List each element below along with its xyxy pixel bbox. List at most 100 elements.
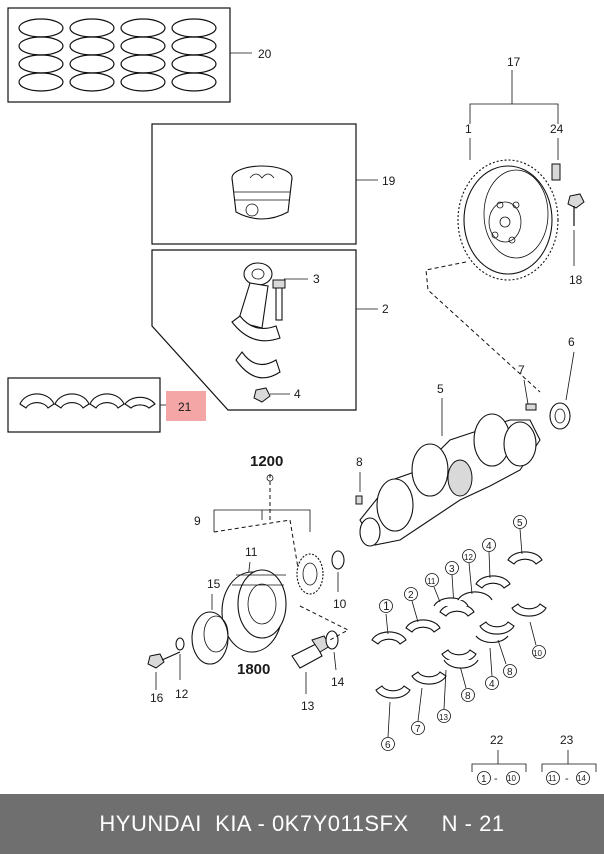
callout-1: 1	[465, 122, 472, 136]
crank-pin	[525, 403, 537, 411]
piston-illustration	[231, 165, 293, 220]
damper-bolt	[291, 635, 331, 669]
callout-15: 15	[207, 577, 221, 591]
bearing-13: 13	[437, 659, 479, 723]
crank-pulley	[221, 569, 287, 653]
rod-bearing-shell-4	[124, 396, 156, 409]
callout-11: 11	[245, 545, 258, 559]
piston-ring-set-group: 20	[7, 7, 272, 103]
crank-sprocket	[296, 553, 324, 595]
range-legend-22: 22 1 - 10	[471, 733, 527, 785]
bearing-2: 2	[404, 587, 441, 633]
piston-ring-stack-3	[120, 18, 166, 92]
pulley-bolt	[147, 651, 181, 669]
bearing-7: 7	[411, 671, 447, 735]
part-number-footer: HYUNDAI KIA - 0K7Y011SFX N - 21	[0, 794, 604, 854]
main-bearing-group: 1 2 3 4 4 5	[371, 515, 547, 751]
crankshaft	[359, 413, 541, 547]
bearing-num-1: 1	[383, 599, 390, 613]
callout-24: 24	[550, 122, 564, 136]
rod-bearing-shell-1	[19, 393, 55, 409]
callout-10: 10	[333, 597, 347, 611]
footer-text: HYUNDAI KIA - 0K7Y011SFX N - 21	[99, 811, 505, 836]
callout-20: 20	[258, 47, 272, 61]
bearing-num-11: 11	[427, 577, 436, 586]
bearing-11: 11	[425, 573, 469, 607]
piston-ring-stack-2	[69, 18, 115, 92]
timing-pulley	[191, 611, 229, 665]
rod-bearing-shell-3	[89, 393, 125, 409]
bearing-num-3: 3	[449, 564, 455, 575]
spec-bottom: 1800	[237, 661, 270, 678]
bearing-4: 4 4	[475, 538, 511, 690]
range-23-from: 11	[548, 774, 557, 783]
rod-bearing-shell-2	[54, 393, 90, 409]
flywheel	[457, 159, 559, 281]
callout-17: 17	[507, 55, 521, 69]
rod-nut	[253, 387, 271, 403]
flywheel-group: 17 1 24 18	[425, 55, 585, 393]
piston-ring-stack-1	[18, 18, 64, 92]
callout-21: 21	[178, 400, 192, 414]
callout-18: 18	[569, 273, 583, 287]
callout-5: 5	[437, 382, 444, 396]
bearing-8: 8 8	[441, 621, 517, 702]
bearing-5: 5	[507, 515, 543, 565]
range-22-to: 10	[507, 774, 516, 783]
front-end-group: 9 10 11 15 16	[147, 509, 350, 713]
bearing-12: 12	[457, 549, 493, 601]
callout-2: 2	[382, 302, 389, 316]
piston-ring-stack-4	[171, 18, 217, 92]
callout-14: 14	[331, 675, 345, 689]
range-22-sep: -	[494, 773, 498, 785]
bearing-num-13: 13	[439, 713, 448, 722]
parts-diagram: 20 19 3	[7, 7, 597, 785]
callout-4: 4	[294, 387, 301, 401]
callout-6: 6	[568, 335, 575, 349]
callout-3: 3	[313, 272, 320, 286]
crankshaft-group: 5 7 6 8	[355, 335, 575, 547]
bearing-num-12: 12	[464, 553, 473, 562]
callout-12: 12	[175, 687, 189, 701]
rod-bearing-group: 21	[7, 377, 206, 433]
callout-13: 13	[301, 699, 315, 713]
bearing-num-5: 5	[517, 518, 523, 529]
pulley-washer	[175, 637, 185, 651]
bearing-num-7: 7	[415, 724, 421, 735]
oil-seal	[549, 402, 571, 430]
connecting-rod-group: 3 4 2	[151, 249, 389, 411]
range-22-from: 1	[481, 774, 487, 785]
spec-top: 1200	[250, 453, 283, 470]
connecting-rod	[231, 262, 281, 342]
callout-23: 23	[560, 733, 574, 747]
range-23-to: 14	[577, 774, 586, 783]
range-legend-23: 23 11 - 14	[541, 733, 597, 785]
bearing-num-10: 10	[533, 649, 542, 658]
damper-washer	[325, 630, 339, 650]
highlighted-callout-box	[166, 391, 206, 421]
callout-9: 9	[194, 514, 201, 528]
bearing-num-4: 4	[486, 541, 492, 552]
callout-7: 7	[518, 363, 525, 377]
key	[355, 495, 363, 505]
piston-group: 19	[151, 123, 396, 245]
rod-bolt	[272, 279, 286, 321]
bearing-1: 1	[371, 599, 407, 645]
bearing-num-2: 2	[408, 590, 414, 601]
callout-8: 8	[356, 455, 363, 469]
bearing-num-4b: 4	[489, 679, 495, 690]
callout-22: 22	[490, 733, 504, 747]
dowel-pin	[551, 163, 561, 181]
flywheel-bolt	[567, 193, 585, 226]
callout-19: 19	[382, 174, 396, 188]
bearing-10: 10	[511, 603, 547, 659]
bearing-3: 3	[439, 561, 475, 617]
callout-16: 16	[150, 691, 164, 705]
bearing-num-6: 6	[385, 740, 391, 751]
rod-cap	[235, 351, 281, 379]
sprocket-washer	[331, 550, 345, 570]
range-23-sep: -	[565, 773, 569, 785]
bearing-6: 6	[375, 685, 411, 751]
bearing-num-8: 8	[465, 691, 471, 702]
bearing-num-8b: 8	[507, 667, 513, 678]
